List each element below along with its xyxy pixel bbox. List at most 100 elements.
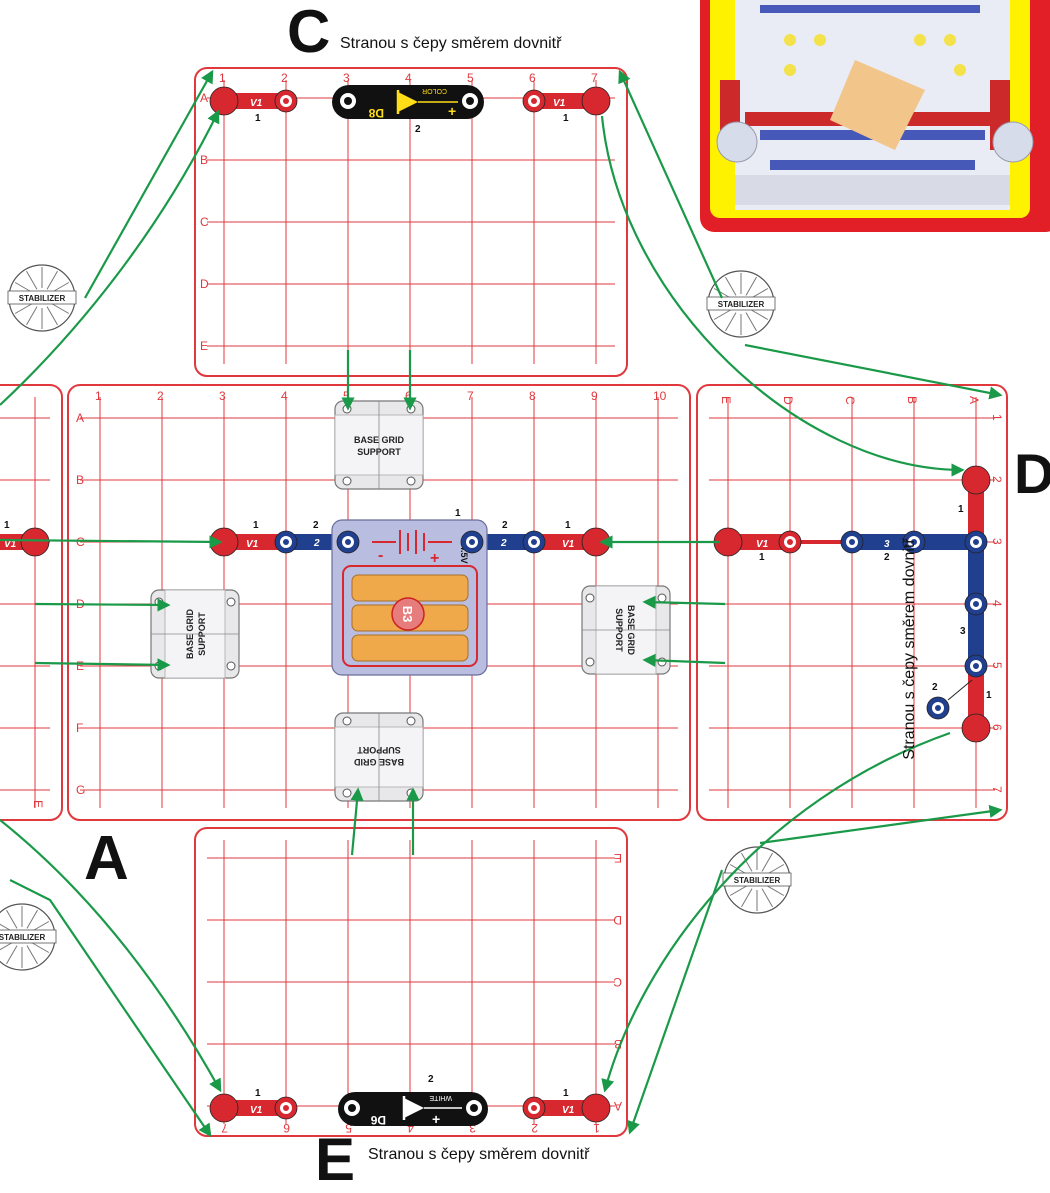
level-label: 2	[884, 552, 890, 563]
support-label-line1: BASE GRID	[354, 435, 405, 445]
grid-c-col-label: 7	[591, 71, 598, 85]
grid-c-row-label: E	[200, 339, 208, 353]
b3-minus: -	[378, 547, 383, 564]
level-label: 1	[958, 504, 964, 515]
support-label-line2: SUPPORT	[357, 447, 401, 457]
inset-photo	[700, 0, 1050, 232]
stabilizer-label: STABILIZER	[19, 294, 66, 303]
level-label: 1	[563, 1088, 569, 1099]
level-label: 1	[255, 113, 261, 124]
snap-node	[965, 655, 987, 677]
grid-e-row-label: A	[614, 1099, 622, 1113]
b3-name: B3	[400, 606, 415, 623]
heading-d-letter: D	[1014, 446, 1050, 502]
grid-a-row-label: C	[76, 535, 85, 549]
b3-plus: +	[430, 550, 439, 567]
heading-d-text: Stranou s čepy směrem dovnitř	[901, 514, 919, 784]
grid-a-col-label: 3	[219, 389, 226, 403]
snap-node	[779, 531, 801, 553]
grid-c-col-label: 6	[529, 71, 536, 85]
stabilizer: STABILIZER	[0, 904, 56, 970]
grid-d-row-label: 7	[990, 786, 1004, 793]
stabilizer: STABILIZER	[723, 847, 791, 913]
grid-e-row-label: C	[613, 975, 622, 989]
support-label-line1: BASE GRID	[626, 605, 636, 656]
grid-a-row-label: B	[76, 473, 84, 487]
level-label: 1	[565, 520, 571, 531]
wire-label: 2	[500, 538, 507, 549]
support-label-line2: SUPPORT	[357, 745, 401, 755]
d6-plus: +	[432, 1111, 440, 1127]
snap-node	[337, 531, 359, 553]
grid-a-col-label: 8	[529, 389, 536, 403]
grid-a-row-label: F	[76, 721, 83, 735]
snap-node	[461, 531, 483, 553]
grid-c-row-label: C	[200, 215, 209, 229]
support-label-line2: SUPPORT	[197, 612, 207, 656]
level-label: 2	[428, 1074, 434, 1085]
grid-d-row-label: 5	[990, 662, 1004, 669]
support-label-line2: SUPPORT	[614, 608, 624, 652]
level-label: 2	[415, 124, 421, 135]
level-label: 3	[960, 626, 966, 637]
grid-d-row-label: 3	[990, 538, 1004, 545]
snap-node	[523, 90, 545, 112]
snap-node	[275, 90, 297, 112]
heading-c-letter: C	[287, 2, 330, 62]
assembly-arrow	[630, 870, 722, 1132]
d6-led: D6WHITE+	[338, 1092, 488, 1127]
level-label: 1	[255, 1088, 261, 1099]
grid-e-col-label: 1	[593, 1121, 600, 1135]
snap-node	[582, 87, 610, 115]
stabilizer-label: STABILIZER	[0, 933, 45, 942]
heading-c-text: Stranou s čepy směrem dovnitř	[340, 35, 561, 53]
snap-node	[210, 87, 238, 115]
grid-e-col-label: 2	[531, 1121, 538, 1135]
support-label-line1: BASE GRID	[185, 609, 195, 660]
grid-d-col-label: A	[967, 396, 981, 404]
snap-node	[962, 466, 990, 494]
grid-c-row-label: D	[200, 277, 209, 291]
grid-d-col-label: E	[719, 396, 733, 404]
grid-a-row-label: E	[76, 659, 84, 673]
grid-c-col-label: 1	[219, 71, 226, 85]
grid-d-row-label: 4	[990, 600, 1004, 607]
support-label-line1: BASE GRID	[354, 757, 405, 767]
snap-node	[927, 697, 949, 719]
base-grid-support: BASE GRID SUPPORT	[335, 401, 423, 489]
grid-a-col-label: 9	[591, 389, 598, 403]
wire-label: V1	[250, 98, 263, 109]
snap-node	[523, 531, 545, 553]
wire-label: V1	[562, 539, 575, 550]
grid-c-col-label: 2	[281, 71, 288, 85]
base-grid-support: BASE GRID SUPPORT	[335, 713, 423, 801]
snap-node	[965, 593, 987, 615]
snap-node	[523, 1097, 545, 1119]
grid-a-row-label: A	[76, 411, 84, 425]
snap-node	[275, 1097, 297, 1119]
grid-d: ABCDE1234567	[697, 385, 1007, 820]
snap-node	[275, 531, 297, 553]
grid-c-col-label: 5	[467, 71, 474, 85]
wire-label: V1	[756, 539, 769, 550]
grid-a-col-label: 4	[281, 389, 288, 403]
d8-plus: +	[448, 103, 456, 119]
grid-d-col-label: B	[905, 396, 919, 404]
grid-e-row-label: E	[614, 851, 622, 865]
grid-e-col-label: 6	[283, 1121, 290, 1135]
level-label: 1	[563, 113, 569, 124]
grid-left-frame	[0, 385, 62, 820]
stabilizer-label: STABILIZER	[718, 300, 765, 309]
grid-d-col-label: D	[781, 396, 795, 405]
level-label: 1	[455, 508, 461, 519]
level-label: 1	[4, 520, 10, 531]
snap-node	[965, 531, 987, 553]
stabilizer: STABILIZER	[8, 265, 76, 331]
level-label: 1	[759, 552, 765, 563]
grid-left: E	[0, 385, 62, 820]
snap-node	[210, 1094, 238, 1122]
d8-tag: COLOR	[422, 87, 447, 94]
wire-label: 3	[884, 539, 890, 550]
level-label: 2	[313, 520, 319, 531]
